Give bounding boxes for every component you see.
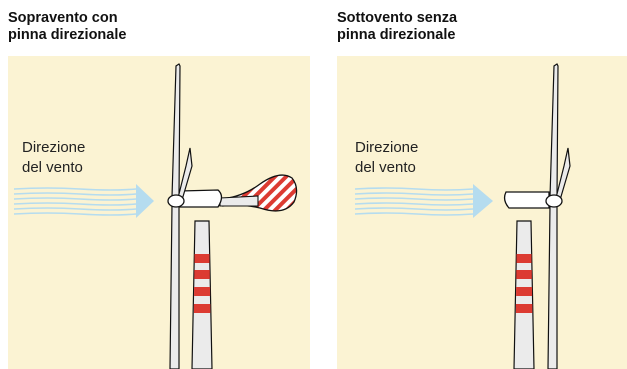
upwind-turbine-panel: Direzione del vento	[8, 56, 310, 369]
panel-title-upwind: Sopravento con pinna direzionale	[8, 10, 268, 44]
downwind-turbine-panel: Direzione del vento	[337, 56, 627, 369]
tower-stripe	[194, 270, 210, 279]
wind-direction-label-line-1: Direzione	[22, 139, 85, 156]
tower	[513, 220, 535, 369]
wind-direction-label-line-2: del vento	[355, 159, 416, 176]
tower-stripe	[515, 304, 533, 313]
rotor-hub	[545, 194, 563, 208]
nacelle	[503, 191, 550, 209]
tower	[191, 220, 213, 369]
wind-lines	[13, 187, 137, 216]
wind-direction-label-line-2: del vento	[22, 159, 83, 176]
rotor-hub	[167, 194, 185, 208]
tower-stripe	[516, 270, 532, 279]
wind-arrow	[136, 184, 154, 218]
tower-stripe	[194, 287, 211, 296]
tower-stripe	[516, 287, 533, 296]
tower-stripe	[516, 254, 532, 263]
title-line-1: Sopravento con	[8, 10, 118, 26]
title-line-2: pinna direzionale	[8, 27, 127, 43]
downwind-turbine-illustration: Direzione del vento	[337, 56, 627, 369]
wind-arrow	[473, 184, 493, 218]
title-line-2: pinna direzionale	[337, 27, 456, 43]
tower-stripe	[194, 254, 210, 263]
rotor-blades	[169, 63, 193, 369]
wind-direction-label-line-1: Direzione	[355, 139, 418, 156]
upwind-turbine-illustration: Direzione del vento	[8, 56, 310, 369]
wind-lines	[354, 187, 474, 216]
panel-title-downwind: Sottovento senza pinna direzionale	[337, 10, 597, 44]
title-line-1: Sottovento senza	[337, 10, 458, 26]
tail-boom	[219, 195, 259, 207]
nacelle	[179, 189, 223, 208]
tower-stripe	[193, 304, 211, 313]
